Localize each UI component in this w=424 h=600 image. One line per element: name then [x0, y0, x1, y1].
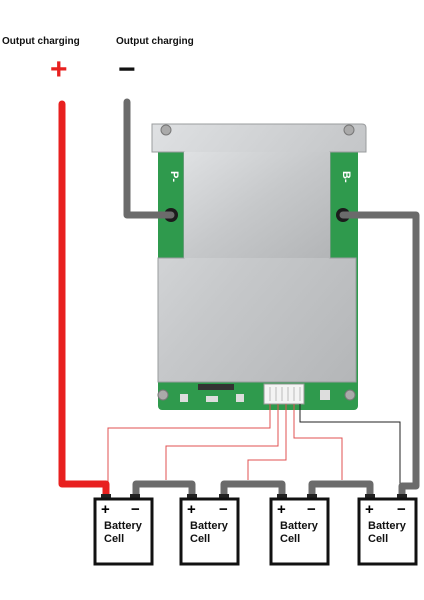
cell-negative-sign: −: [397, 501, 406, 518]
battery-cells: [93, 494, 418, 566]
battery-cell: [357, 494, 418, 566]
cell-body: [93, 497, 154, 566]
cell-positive-sign: +: [365, 501, 374, 518]
cell-negative-sign: −: [307, 501, 316, 518]
component: [236, 394, 244, 402]
cell-label-line2: Cell: [190, 533, 211, 545]
b-minus-wire: [339, 211, 420, 500]
power-wires: [58, 98, 420, 500]
pad-right-label: B-: [340, 171, 352, 183]
cell-negative-sign: −: [219, 501, 228, 518]
b-minus-pad: [332, 156, 354, 256]
battery-cell: [179, 494, 240, 566]
balance-wire: [107, 404, 271, 492]
positive-sign-icon: +: [50, 53, 68, 86]
cell-body: [269, 497, 330, 566]
cell-body: [357, 497, 418, 566]
cell-label-line1: Battery: [368, 520, 406, 532]
cell-positive-sign: +: [277, 501, 286, 518]
bms-board: P- B-: [151, 123, 367, 410]
cell-label-line1: Battery: [104, 520, 142, 532]
cell-label-line2: Cell: [368, 533, 389, 545]
battery-cell: [269, 494, 330, 566]
screw-icon: [343, 124, 355, 136]
component: [206, 396, 218, 402]
screw-icon: [344, 389, 356, 401]
battery-cell: [93, 494, 154, 566]
negative-output-wire: [123, 98, 175, 219]
balance-wire: [165, 404, 279, 480]
cell-positive-sign: +: [101, 501, 110, 518]
balance-wire: [247, 404, 287, 480]
series-link: [132, 480, 196, 500]
output-negative-label: Output charging: [116, 36, 194, 47]
cell-body: [179, 497, 240, 566]
sense-wire: [299, 404, 401, 490]
component: [198, 384, 234, 390]
cell-label-line2: Cell: [104, 533, 125, 545]
component: [320, 390, 330, 400]
cell-label-line1: Battery: [190, 520, 228, 532]
balance-wires: [107, 404, 401, 492]
cell-negative-sign: −: [131, 501, 140, 518]
output-positive-label: Output charging: [2, 36, 80, 47]
balance-wire: [293, 404, 343, 480]
heatsink-center: [184, 152, 330, 258]
screw-icon: [160, 124, 172, 136]
component: [180, 394, 188, 402]
cell-label-line1: Battery: [280, 520, 318, 532]
cell-label-line2: Cell: [280, 533, 301, 545]
cell-positive-sign: +: [187, 501, 196, 518]
pad-left-label: P-: [168, 171, 180, 182]
series-link: [308, 480, 374, 500]
negative-sign-icon: −: [118, 53, 136, 86]
positive-output-wire: [58, 100, 110, 500]
p-minus-pad: [160, 156, 182, 256]
screw-icon: [157, 389, 169, 401]
series-link: [220, 480, 286, 500]
